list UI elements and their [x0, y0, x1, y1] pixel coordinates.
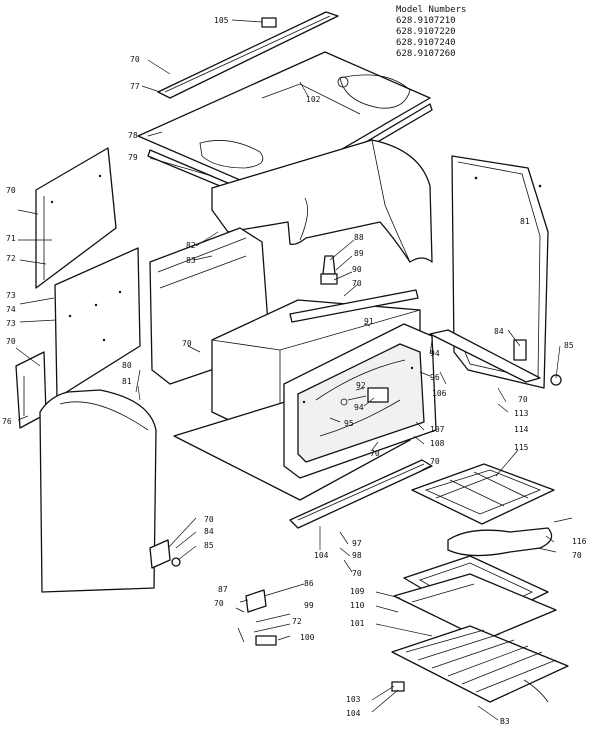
callout-70-a: 70: [130, 55, 140, 64]
callout-78: 78: [128, 131, 138, 140]
callout-80: 80: [122, 361, 132, 370]
top-trim-rail[interactable]: [157, 11, 339, 99]
lamp-socket[interactable]: [391, 681, 405, 692]
callout-100: 100: [300, 633, 315, 642]
callout-84-a: 84: [494, 327, 504, 336]
callout-70-i: 70: [572, 551, 582, 560]
callout-79: 79: [128, 153, 138, 162]
callout-70-d: 70: [182, 339, 192, 348]
callout-96: 96: [430, 373, 440, 382]
front-rail[interactable]: [289, 289, 419, 323]
callout-89: 89: [354, 249, 364, 258]
callout-86: 86: [304, 579, 314, 588]
callout-85-a: 85: [564, 341, 574, 350]
bake-element[interactable]: [447, 517, 573, 557]
callout-110: 110: [350, 601, 365, 610]
callout-70-j: 70: [204, 515, 214, 524]
callout-82: 82: [186, 241, 196, 250]
model-number-4: 628.9107260: [396, 49, 456, 59]
callout-104-a: 104: [314, 551, 329, 560]
front-side-wrapper[interactable]: [39, 389, 157, 593]
callout-92: 92: [356, 381, 366, 390]
model-number-3: 628.9107240: [396, 38, 456, 48]
lower-hinge-left[interactable]: [149, 539, 181, 569]
callout-70-l: 70: [214, 599, 224, 608]
model-number-2: 628.9107220: [396, 27, 456, 37]
callout-72-b: 72: [292, 617, 302, 626]
callout-73-b: 73: [6, 319, 16, 328]
callout-107: 107: [430, 425, 445, 434]
callout-94-a: 94: [354, 403, 364, 412]
callout-101: 101: [350, 619, 365, 628]
model-numbers-heading: Model Numbers: [396, 5, 467, 15]
callout-72: 72: [6, 254, 16, 263]
callout-116: 116: [572, 537, 587, 546]
callout-81-b: 81: [520, 217, 530, 226]
callout-95: 95: [344, 419, 354, 428]
callout-94-b: 94: [430, 349, 440, 358]
bottom-rear-rail[interactable]: [429, 329, 541, 383]
callout-97: 97: [352, 539, 362, 548]
callout-104-b: 104: [346, 709, 361, 718]
oven-rack[interactable]: [391, 625, 569, 703]
rear-left-side-panel[interactable]: [35, 147, 117, 289]
callout-76: 76: [2, 417, 12, 426]
callout-70-g: 70: [370, 449, 380, 458]
callout-85-b: 85: [204, 541, 214, 550]
left-side-panel[interactable]: [54, 247, 141, 399]
callout-114: 114: [514, 425, 529, 434]
callout-90: 90: [352, 265, 362, 274]
callout-81-a: 81: [122, 377, 132, 386]
callout-106: 106: [432, 389, 447, 398]
hinge-right[interactable]: [513, 339, 562, 386]
model-numbers-block: Model Numbers 628.9107210 628.9107220 62…: [396, 5, 596, 60]
callout-71: 71: [6, 234, 16, 243]
broiler-pan[interactable]: [393, 573, 557, 641]
callout-70-k: 70: [352, 569, 362, 578]
callout-87: 87: [218, 585, 228, 594]
callout-115: 115: [514, 443, 529, 452]
door-frame[interactable]: [283, 323, 437, 479]
callout-70-h: 70: [430, 457, 440, 466]
broil-element[interactable]: [411, 463, 555, 525]
callout-108: 108: [430, 439, 445, 448]
callout-98: 98: [352, 551, 362, 560]
callout-70-b: 70: [6, 186, 16, 195]
callout-83: 83: [186, 256, 196, 265]
model-number-1: 628.9107210: [396, 16, 456, 26]
callout-88: 88: [354, 233, 364, 242]
callout-84-b: 84: [204, 527, 214, 536]
oven-wrapper-hood[interactable]: [211, 139, 433, 263]
callout-102: 102: [306, 95, 321, 104]
rear-panel[interactable]: [451, 155, 549, 389]
callout-74: 74: [6, 305, 16, 314]
callout-113: 113: [514, 409, 529, 418]
door-switch-assembly[interactable]: [237, 589, 277, 646]
callout-105: 105: [214, 16, 229, 25]
callout-70-c: 70: [6, 337, 16, 346]
callout-73-a: 73: [6, 291, 16, 300]
top-panel[interactable]: [137, 51, 431, 193]
callout-103: 103: [346, 695, 361, 704]
callout-b3: B3: [500, 717, 510, 726]
callout-99: 99: [304, 601, 314, 610]
callout-70-e: 70: [352, 279, 362, 288]
callout-77: 77: [130, 82, 140, 91]
callout-91: 91: [364, 317, 374, 326]
lower-front-trim[interactable]: [289, 459, 433, 529]
callout-109: 109: [350, 587, 365, 596]
callout-70-f: 70: [518, 395, 528, 404]
